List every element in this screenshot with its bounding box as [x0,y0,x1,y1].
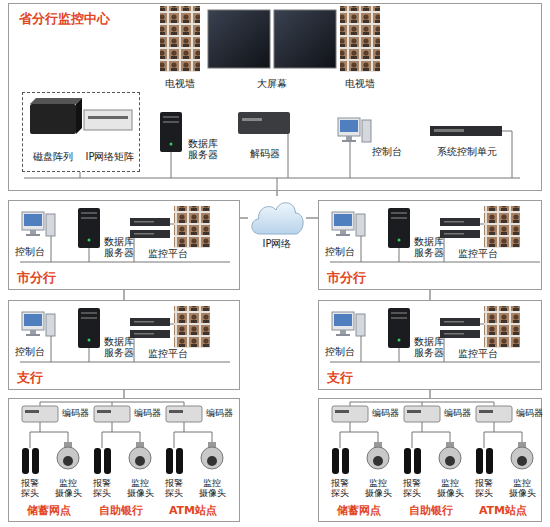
device-label: 报警 探头 [398,478,426,498]
connector-line [276,191,277,196]
control-unit-slot [434,129,464,132]
disk-array-icon [30,104,76,134]
zone-title: 市分行 [327,271,387,286]
device-label: 数据库 服务器 [414,236,448,258]
big-screen [274,10,336,68]
device-label: 监控 摄像头 [196,478,228,498]
device-label: 数据库 服务器 [104,236,138,258]
device-label: 编码器 [134,408,170,418]
storage-group: 磁盘阵列IP网络矩阵 [22,92,140,172]
device-label: 控制台 [12,246,48,257]
matrix-icon [84,110,132,130]
site-equipment [22,402,223,474]
site-box: 储蓄网点自助银行 ATM站点 [318,398,542,522]
decoder-icon [238,112,290,134]
device-label: 报警 探头 [326,478,354,498]
control-unit-icon [430,126,502,136]
center-box: 省分行监控中心磁盘阵列IP网络矩阵 [8,3,542,191]
device-label: 编码器 [62,408,98,418]
device-label: IP网络矩阵 [81,151,139,163]
connector-line [123,390,124,398]
device-label: 监控 摄像头 [362,478,394,498]
connector-line [240,217,248,218]
cloud-shape [252,203,303,234]
device-label: 监控 摄像头 [434,478,466,498]
device-label: 监控 摄像头 [52,478,84,498]
zone-title: 自助银行 [89,505,153,518]
connector-line [429,290,430,300]
bus-wire [24,178,520,179]
device-label: 控制台 [322,346,358,357]
drop-wire [288,134,289,178]
device-label: 大屏幕 [252,78,292,89]
zone-title: 储蓄网点 [327,505,391,518]
site-equipment [332,402,533,474]
device-label: 报警 探头 [160,478,188,498]
site-equipment [330,306,540,362]
device-label: 编码器 [444,408,480,418]
device-label: 监控平台 [138,248,198,259]
drop-wire [277,178,278,191]
zone-title: 自助银行 [399,505,463,518]
drop-wire [502,131,512,132]
device-label: 监控平台 [448,348,508,359]
drop-wire [171,152,172,178]
device-label: 报警 探头 [88,478,116,498]
decoder-slot [242,118,262,121]
zone-title: ATM站点 [471,505,535,518]
cloud-outline [248,196,306,236]
drop-wire [512,131,513,178]
network-cloud: IP网络 [248,196,306,236]
drop-wire [350,142,351,178]
device-label: 控制台 [372,146,412,157]
device-label: 编码器 [206,408,242,418]
device-label: 监控平台 [138,348,198,359]
zone-title: ATM站点 [161,505,225,518]
site-equipment [330,206,540,262]
zone-title: 储蓄网点 [17,505,81,518]
zone-title: 市分行 [17,271,77,286]
device-label: 系统控制单元 [432,146,502,157]
zone-title: 支行 [327,371,387,386]
video-wall [340,6,380,72]
video-wall [160,6,200,72]
device-label: 数据库 服务器 [414,336,448,358]
device-label: 控制台 [322,246,358,257]
disk-array-side [76,98,82,134]
site-equipment [20,306,230,362]
device-label: 监控平台 [448,248,508,259]
device-label: 编码器 [516,408,550,418]
site-equipment [20,206,230,262]
big-screen [208,10,270,68]
device-label: 报警 探头 [470,478,498,498]
device-label: 电视墙 [340,78,380,89]
console-icon [338,118,371,142]
connector-line [123,290,124,300]
device-label: 监控 摄像头 [506,478,538,498]
device-label: 监控 摄像头 [124,478,156,498]
site-box: 储蓄网点自助银行 ATM站点 [8,398,240,522]
device-label: 电视墙 [160,78,200,89]
connector-line [306,217,318,218]
device-label: 数据库 服务器 [104,336,138,358]
device-label: 编码器 [372,408,408,418]
matrix-slot [88,116,128,119]
device-label: 解码器 [245,148,285,159]
disk-array-top [30,98,82,104]
device-label: 报警 探头 [16,478,44,498]
connector-line [429,390,430,398]
device-label: 数据库 服务器 [188,138,222,160]
zone-title: IP网络 [252,238,302,250]
device-label: 磁盘阵列 [25,151,81,163]
zone-title: 支行 [17,371,77,386]
drop-wire [80,172,81,178]
device-label: 控制台 [12,346,48,357]
zone-title: 省分行监控中心 [19,12,149,27]
server-icon [160,112,182,152]
